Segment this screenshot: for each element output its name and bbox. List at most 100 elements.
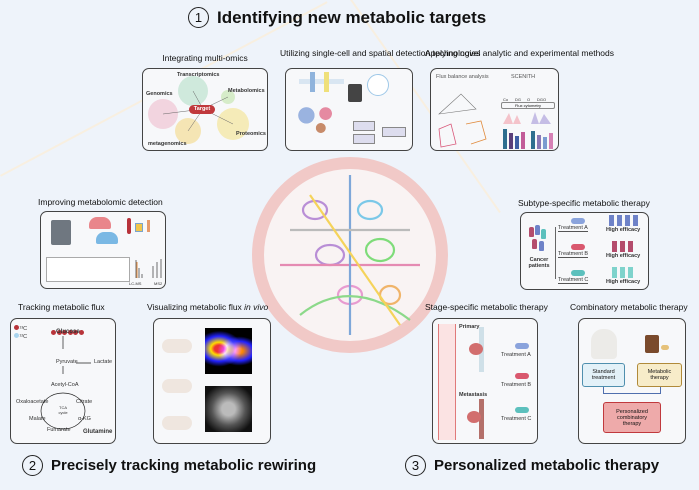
c12-legend: ¹²C — [19, 334, 28, 340]
section-title-text: Personalized metabolic therapy — [434, 457, 660, 474]
tissue-wall — [479, 399, 484, 439]
combinatory-panel: Standard treatment Metabolic therapy Per… — [578, 318, 686, 444]
personalized-therapy-box: Personalized combinatory therapy — [603, 402, 661, 433]
pill-c-icon — [515, 407, 529, 413]
flow-cytometry-label: Flux cytometry — [501, 102, 555, 109]
blood-tube-icon — [127, 218, 131, 234]
citrate-label: Citrate — [76, 399, 93, 405]
scenith-label: SCENITH — [511, 74, 536, 80]
primary-tumor-icon — [469, 343, 483, 355]
title-italic: in vivo — [244, 302, 269, 312]
transcriptomics-label: Transcriptomics — [177, 72, 220, 78]
section-3-title: 3 Personalized metabolic therapy — [405, 455, 659, 476]
medicine-bottle-icon — [645, 335, 659, 353]
title-text: Visualizing metabolic flux — [147, 302, 245, 312]
metastasis-label: Metastasis — [459, 392, 488, 398]
sample-tube-icon — [147, 220, 150, 232]
patient-icon — [529, 227, 534, 237]
c13-legend: ¹³C — [19, 326, 28, 332]
novel-methods-title: Applying novel analytic and experimental… — [425, 48, 615, 58]
section-title-text: Identifying new metabolic targets — [217, 7, 487, 27]
pill-c-icon — [571, 270, 585, 276]
novel-methods-panel: Flux balance analysis SCENITH Co DG O DG… — [430, 68, 559, 151]
channel-icon — [324, 72, 329, 92]
capsule-icon — [661, 345, 669, 350]
section-1-title: 1 Identifying new metabolic targets — [188, 7, 486, 28]
branch-line — [555, 227, 556, 279]
visualizing-flux-title: Visualizing metabolic flux in vivo — [147, 302, 268, 312]
multi-omics-title: Integrating multi-omics — [162, 53, 248, 63]
lcms-label: LC-MS — [129, 281, 142, 286]
stage-title: Stage-specific metabolic therapy — [425, 302, 548, 312]
single-cell-title: Utilizing single-cell and spatial detect… — [280, 48, 481, 58]
metabolic-network-map — [252, 157, 448, 353]
responders-a-icon — [609, 215, 639, 226]
dgo-label: DGO — [537, 97, 547, 102]
section-number: 2 — [22, 455, 43, 476]
slide-icon — [353, 134, 375, 144]
channel-icon — [310, 72, 315, 92]
treatment-b-label: Treatment B — [501, 382, 532, 388]
slide-icon — [382, 127, 406, 137]
subtype-title: Subtype-specific metabolic therapy — [518, 198, 650, 208]
bracket-connector — [603, 387, 661, 394]
visualizing-flux-panel — [153, 318, 271, 444]
acetyl-coa-label: Acetyl-CoA — [51, 382, 79, 388]
patient-icon — [539, 241, 544, 251]
proteomics-label: Proteomics — [236, 131, 266, 137]
metabolomics-label: Metabolomics — [228, 88, 265, 94]
metastatic-tumor-icon — [467, 411, 481, 423]
single-cell-panel — [285, 68, 413, 151]
fba-label: Flux balance analysis — [436, 74, 489, 80]
co-label: Co — [503, 97, 509, 102]
pill-b-icon — [571, 244, 585, 250]
metabolic-therapy-box: Metabolic therapy — [637, 363, 682, 387]
pill-a-icon — [515, 343, 529, 349]
ct-scan-image — [205, 386, 252, 432]
mouse-icon — [162, 416, 192, 430]
treatment-b-label: Treatment B — [558, 251, 589, 258]
target-node: Target — [189, 105, 215, 114]
responders-c-icon — [612, 267, 636, 278]
high-efficacy-label: High efficacy — [606, 279, 641, 285]
section-number: 1 — [188, 7, 209, 28]
section-2-title: 2 Precisely tracking metabolic rewiring — [22, 455, 316, 476]
oxaloacetate-label: Oxaloacetate — [16, 399, 49, 405]
tca-cycle-label: TCA cycle — [58, 405, 68, 415]
sequencer-icon — [348, 84, 362, 102]
treatment-c-label: Treatment C — [501, 416, 532, 422]
mass-spectrometer-icon — [51, 220, 71, 245]
patient-icon — [532, 239, 537, 249]
analysis-plots-icon — [438, 93, 553, 149]
urine-cup-icon — [135, 223, 143, 232]
patient-icon — [535, 225, 540, 235]
people-icon — [96, 232, 118, 244]
high-efficacy-label: High efficacy — [606, 227, 641, 233]
cancer-patients-label: Cancer patients — [528, 257, 550, 269]
pill-a-icon — [571, 218, 585, 224]
lc-column-diagram — [46, 257, 130, 282]
mouse-icon — [162, 379, 192, 393]
ms2-label: MS2 — [154, 281, 163, 286]
stage-panel: Primary Metastasis Treatment A Treatment… — [432, 318, 538, 444]
dg-label: DG — [515, 97, 521, 102]
metagenomics-label: metagenomics — [148, 141, 187, 147]
people-icon — [89, 217, 111, 229]
tracking-flux-title: Tracking metabolic flux — [18, 302, 105, 312]
pyruvate-label: Pyruvate — [56, 359, 78, 365]
metabolomic-detection-title: Improving metabolomic detection — [38, 197, 163, 207]
section-title-text: Precisely tracking metabolic rewiring — [51, 457, 317, 474]
section-number: 3 — [405, 455, 426, 476]
malate-label: Malate — [29, 416, 46, 422]
multi-omics-panel: Target Transcriptomics Genomics Metabolo… — [142, 68, 268, 151]
akg-label: α-KG — [78, 416, 91, 422]
pill-b-icon — [515, 373, 529, 379]
fumarate-label: Fumarate — [47, 427, 71, 433]
standard-treatment-box: Standard treatment — [582, 363, 625, 387]
blood-vessel-icon — [438, 324, 456, 440]
patient-icon — [591, 329, 617, 359]
treatment-c-label: Treatment C — [558, 277, 589, 284]
microfluidic-chip-icon — [299, 79, 344, 84]
lactate-label: Lactate — [94, 359, 113, 365]
slide-icon — [353, 121, 375, 131]
